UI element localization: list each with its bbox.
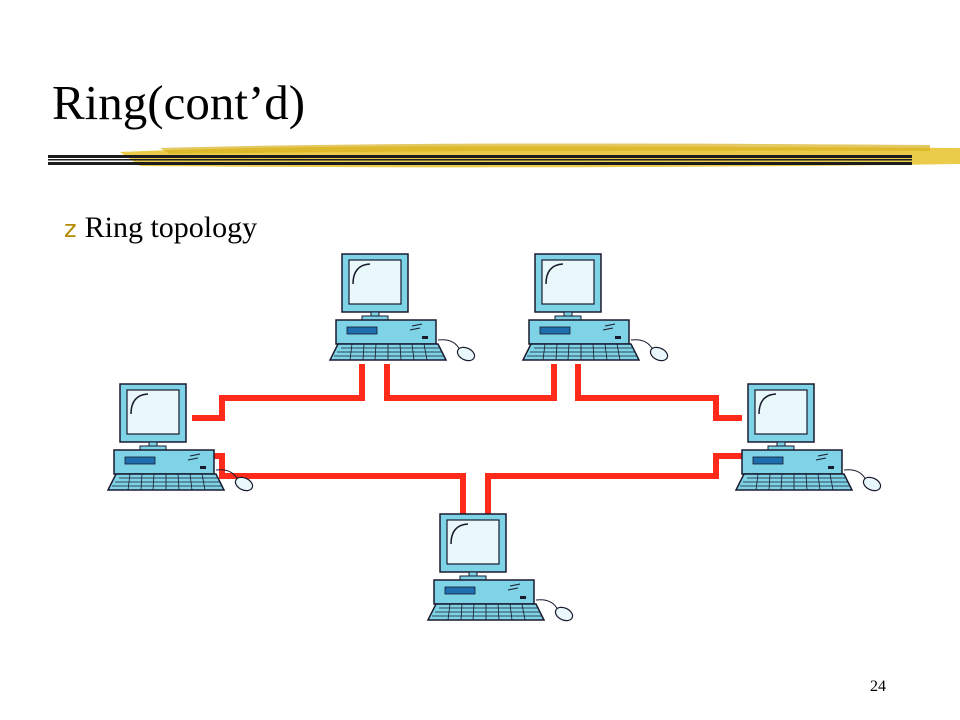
computer-icon	[427, 513, 576, 624]
ring-links	[192, 364, 742, 516]
workstation-top-left	[329, 253, 478, 364]
workstation-right	[735, 383, 884, 494]
computer-icon	[735, 383, 884, 494]
ring-link	[575, 364, 742, 421]
computer-icon	[522, 253, 671, 364]
ring-link	[384, 364, 557, 401]
slide-title: Ring(cont’d)	[52, 75, 306, 130]
workstation-bottom	[427, 513, 576, 624]
bullet-text: Ring topology	[84, 211, 258, 244]
ring-link	[485, 453, 742, 516]
bullet-marker: z	[64, 215, 77, 243]
workstation-top-right	[522, 253, 671, 364]
page-number: 24	[870, 678, 886, 695]
computer-icon	[329, 253, 478, 364]
title-underline	[48, 143, 960, 168]
ring-link	[204, 453, 466, 516]
ring-link	[192, 364, 365, 421]
